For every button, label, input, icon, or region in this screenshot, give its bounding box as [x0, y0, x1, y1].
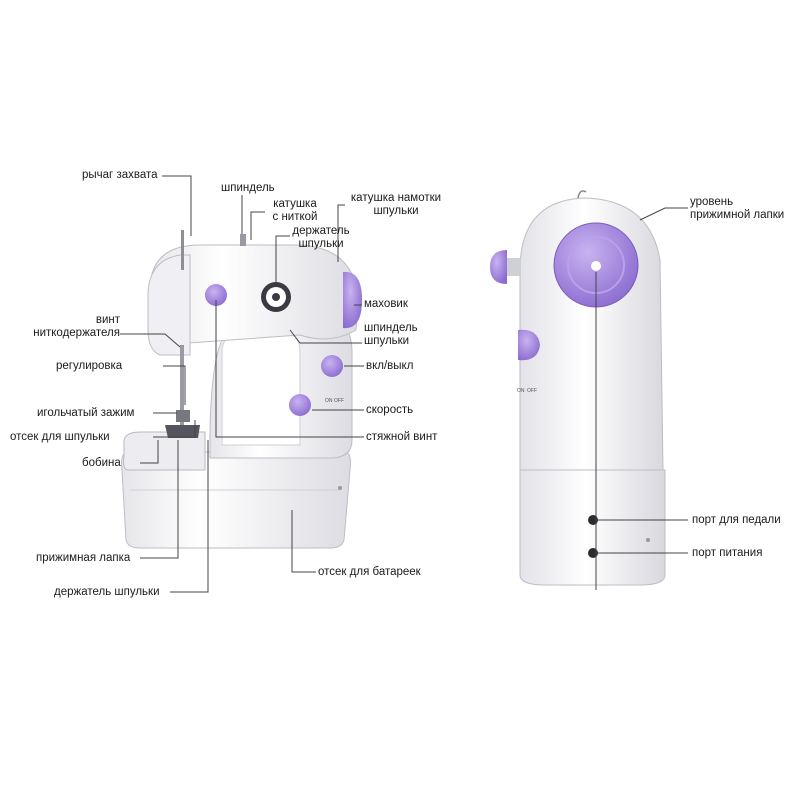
- label-thread-spool: катушка с ниткой: [265, 198, 325, 224]
- spindle: [240, 234, 246, 246]
- label-presser-foot: прижимная лапка: [36, 552, 131, 564]
- bobbin-compartment-cover: [123, 431, 206, 471]
- label-handwheel: маховик: [364, 298, 408, 310]
- label-presser-foot-level-line1: уровень: [690, 196, 734, 208]
- label-bobbin-holder-top-line2: шпульки: [298, 238, 344, 250]
- label-bobbin-compartment: отсек для шпульки: [10, 431, 110, 443]
- label-thread-holder-screw-line2: ниткодержателя: [33, 327, 120, 339]
- label-presser-foot-level: уровень прижимной лапки: [690, 196, 784, 222]
- label-bobbin-winder-spool-line1: катушка намотки: [350, 192, 442, 204]
- label-pedal-port: порт для педали: [692, 514, 781, 526]
- label-bobbin-winder-spool: катушка намотки шпульки: [346, 192, 446, 218]
- label-bobbin-spindle: шпиндель шпульки: [364, 322, 418, 348]
- label-on-off: вкл/выкл: [366, 360, 414, 372]
- label-power-port: порт питания: [692, 547, 763, 559]
- needle-bar: [180, 345, 184, 425]
- machine-side-view: ON OFF: [490, 190, 666, 586]
- label-thread-holder-screw-line1: винт: [95, 314, 120, 326]
- presser-foot-part: [165, 425, 200, 438]
- side-switch-on: ON: [517, 388, 525, 394]
- label-thread-holder-screw: винт ниткодержателя: [20, 314, 120, 340]
- label-tension-screw: стяжной винт: [366, 431, 438, 443]
- label-presser-foot-level-line2: прижимной лапки: [690, 209, 785, 221]
- label-bobbin-winder-spool-line2: шпульки: [373, 205, 419, 217]
- side-base: [519, 469, 666, 586]
- catch-lever: [181, 230, 184, 270]
- label-bobbin-holder-bottom: держатель шпульки: [54, 586, 160, 598]
- label-thread-spool-line2: с ниткой: [272, 211, 318, 223]
- side-knob: [490, 250, 507, 284]
- label-bobbin: бобина: [82, 457, 121, 469]
- label-speed: скорость: [366, 404, 414, 416]
- switch-label-on: ON: [325, 398, 333, 404]
- label-spindle: шпиндель: [221, 182, 275, 194]
- label-catch-lever: рычаг захвата: [82, 169, 158, 181]
- side-switch-off: OFF: [527, 388, 537, 394]
- label-bobbin-spindle-line1: шпиндель: [364, 322, 418, 334]
- label-adjustment: регулировка: [56, 360, 123, 372]
- on-off-button: [321, 355, 343, 377]
- speed-button: [289, 394, 311, 416]
- machine-base: [121, 451, 351, 549]
- leader-lines: [120, 175, 688, 593]
- side-button: [518, 329, 540, 361]
- switch-label-off: OFF: [334, 398, 344, 404]
- machine-front-view: ON OFF: [121, 230, 362, 549]
- machine-head: [147, 254, 191, 356]
- label-needle-clamp: игольчатый зажим: [37, 407, 135, 419]
- label-bobbin-spindle-line2: шпульки: [364, 335, 410, 347]
- needle-clamp: [176, 410, 190, 422]
- thread-spool-cap: [205, 284, 227, 306]
- label-bobbin-holder-top-line1: держатель: [292, 225, 350, 237]
- label-battery-compartment: отсек для батареек: [318, 566, 421, 578]
- handwheel-part: [343, 271, 362, 329]
- label-bobbin-holder-top: держатель шпульки: [290, 225, 352, 251]
- label-thread-spool-line1: катушка: [273, 198, 317, 210]
